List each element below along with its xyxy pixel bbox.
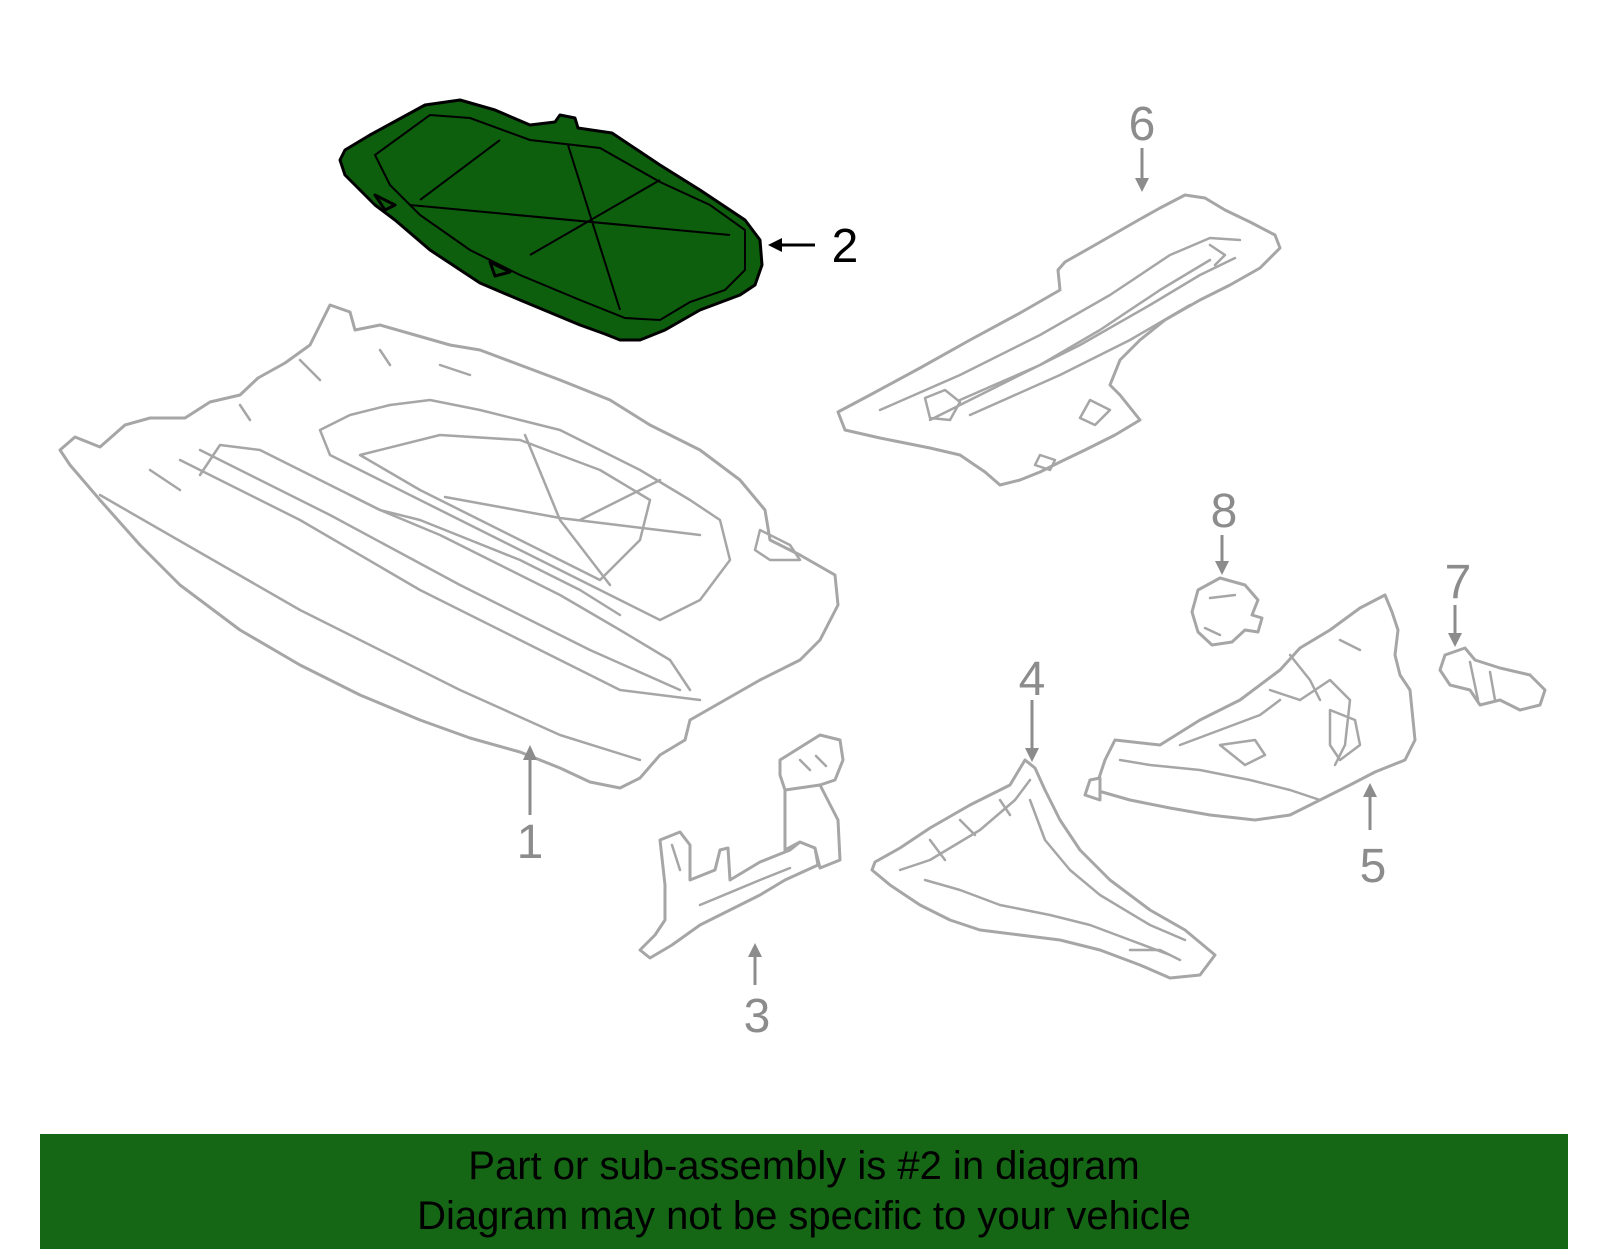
- part-3-bracket[interactable]: [638, 733, 845, 960]
- callout-3-label: 3: [744, 990, 771, 1043]
- callout-1-label: 1: [517, 816, 544, 869]
- part-1-underbody-shield[interactable]: [58, 303, 840, 790]
- part-7-push-pin[interactable]: [1438, 646, 1547, 712]
- callout-3: 3: [744, 943, 771, 1043]
- callout-8: 8: [1211, 485, 1238, 575]
- part-8-clip[interactable]: [1190, 576, 1264, 647]
- part-2-highlighted-cover[interactable]: [338, 98, 764, 342]
- part-5-rear-duct[interactable]: [1083, 593, 1417, 822]
- banner-line-2: Diagram may not be specific to your vehi…: [417, 1193, 1191, 1238]
- callout-4-label: 4: [1019, 653, 1046, 706]
- parts-diagram: 1 2 3 4 5 6 7 8: [58, 98, 1547, 1043]
- banner-line-1: Part or sub-assembly is #2 in diagram: [468, 1143, 1140, 1188]
- callout-5: 5: [1360, 783, 1387, 893]
- callout-5-label: 5: [1360, 840, 1387, 893]
- part-4-side-deflector[interactable]: [870, 758, 1217, 980]
- callout-7-label: 7: [1445, 556, 1472, 609]
- callout-2: 2: [768, 220, 858, 273]
- callout-8-label: 8: [1211, 485, 1238, 538]
- callout-6: 6: [1129, 98, 1156, 192]
- callout-7: 7: [1445, 556, 1472, 647]
- part-6-side-panel[interactable]: [836, 193, 1282, 487]
- info-banner: Part or sub-assembly is #2 in diagram Di…: [40, 1134, 1568, 1249]
- callout-2-label: 2: [832, 220, 859, 273]
- callout-6-label: 6: [1129, 98, 1156, 151]
- callout-4: 4: [1019, 653, 1046, 762]
- callout-1: 1: [517, 745, 544, 869]
